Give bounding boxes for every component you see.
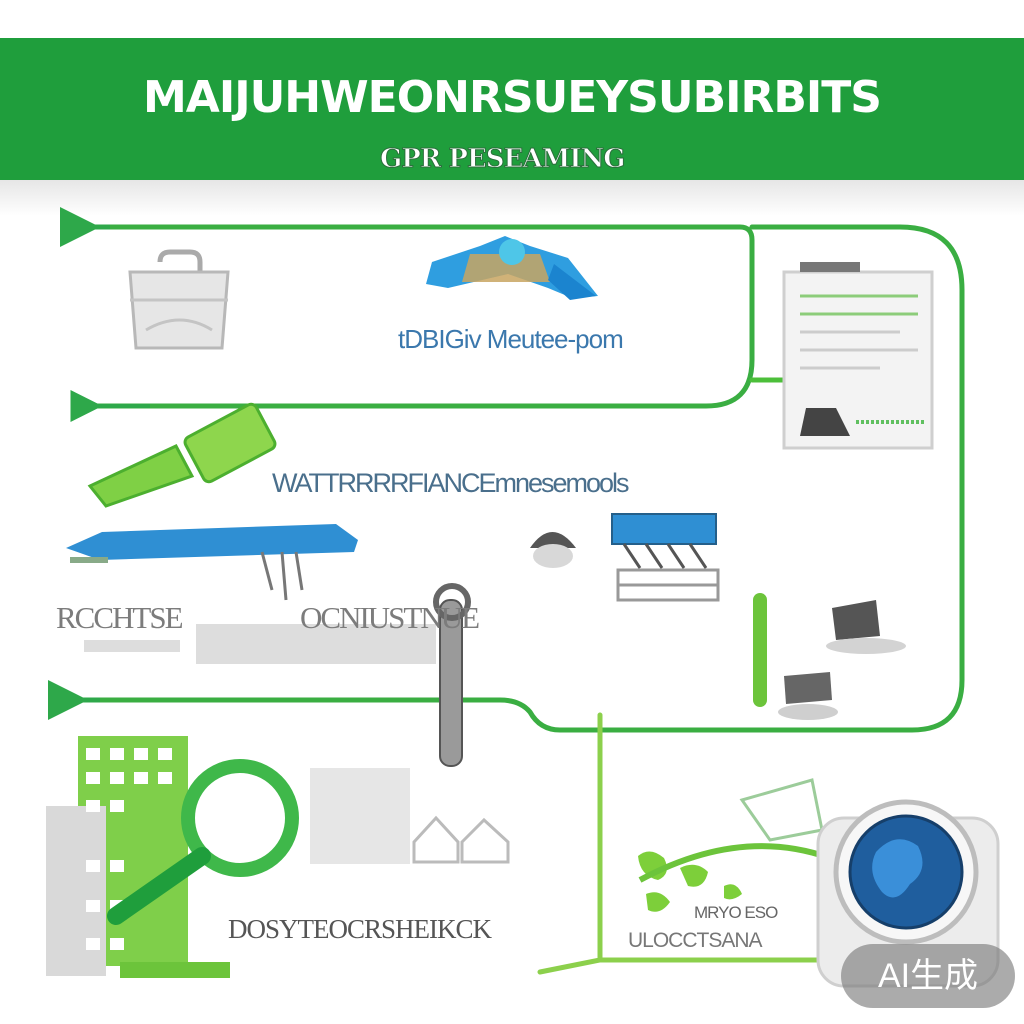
building-icon bbox=[46, 736, 230, 978]
cart-machine-icon bbox=[778, 600, 906, 720]
left-row-label: RCCHTSE bbox=[56, 600, 184, 635]
bottom-right-label: ULOCCTSANA bbox=[628, 929, 763, 952]
green-arc bbox=[638, 843, 832, 883]
center-row-label: OCNIUSTNUE bbox=[300, 600, 480, 635]
small-house-icon bbox=[412, 815, 510, 864]
bottom-left-label: DOSYTEOCRSHEIKCK bbox=[228, 914, 492, 944]
top-row-label: tDBIGiv Meutee-pom bbox=[398, 324, 624, 354]
document-panel-icon bbox=[782, 262, 934, 450]
magnifier-icon bbox=[107, 759, 299, 925]
blue-nozzle-icon bbox=[426, 236, 598, 300]
middle-row-label: WATTRRRRFIANCEmnesemools bbox=[272, 468, 630, 498]
flow-line-top bbox=[93, 224, 755, 409]
globe-icon bbox=[833, 799, 979, 945]
sorting-machine-icon bbox=[611, 513, 720, 602]
blue-conveyor-icon bbox=[66, 524, 358, 601]
bottom-right-small-label: MRYO ESO bbox=[694, 903, 778, 922]
page-title: MAIJUHWEONRSUEYSUBIRBITS bbox=[143, 72, 882, 123]
wrench-icon bbox=[433, 583, 471, 767]
header-shadow bbox=[0, 180, 1024, 216]
page-subtitle: GPR PESEAMING bbox=[380, 144, 626, 175]
ai-generated-badge: AI生成 bbox=[841, 944, 1015, 1008]
flow-lines bbox=[81, 224, 965, 975]
shopping-bag-icon bbox=[128, 249, 230, 350]
flow-line-lower bbox=[537, 712, 603, 975]
header-banner bbox=[0, 38, 1024, 180]
faded-text-block bbox=[84, 624, 436, 864]
flow-line-outer bbox=[81, 224, 965, 733]
green-roller-icon bbox=[87, 402, 277, 508]
helmet-icon bbox=[530, 532, 576, 568]
